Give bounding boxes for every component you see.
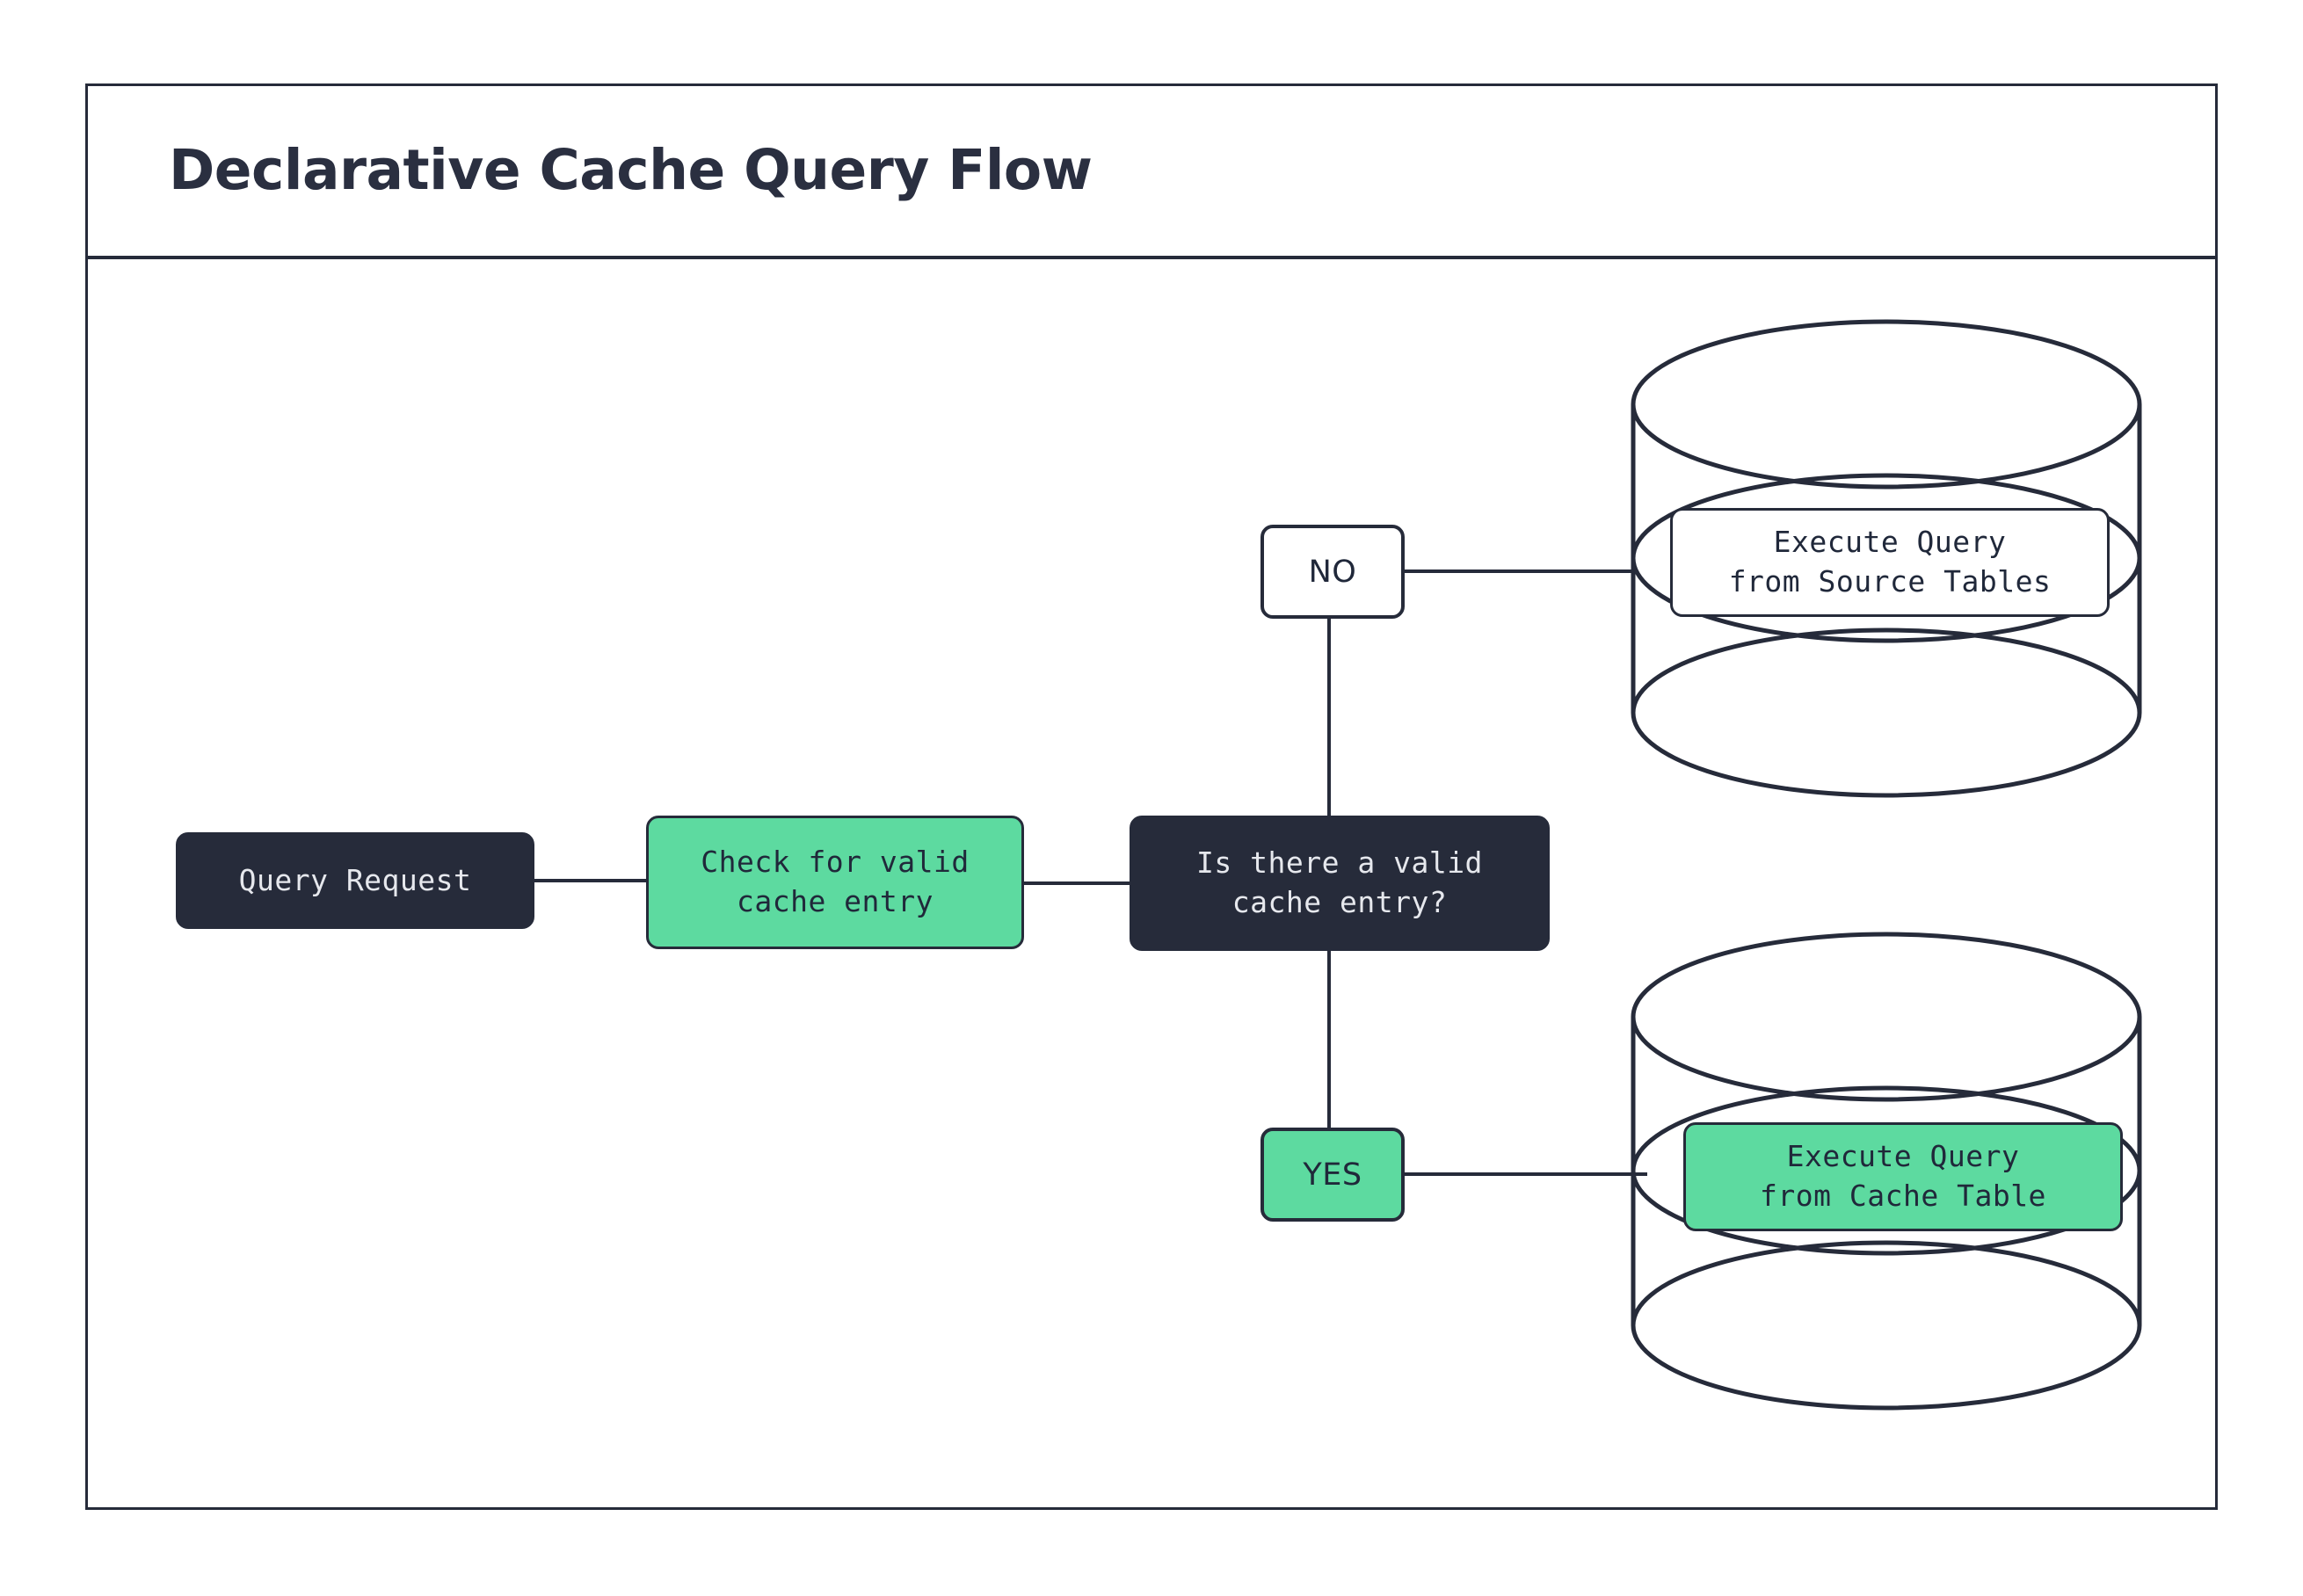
edge-query-request-to-check-cache bbox=[534, 879, 648, 882]
source-database-cylinder-icon bbox=[1631, 319, 2142, 798]
page-title: Declarative Cache Query Flow bbox=[169, 137, 1093, 202]
edge-no-to-source-database bbox=[1401, 569, 1634, 573]
node-check-for-valid-cache-entry[interactable]: Check for valid cache entry bbox=[646, 816, 1024, 949]
node-execute-query-from-source-tables[interactable]: Execute Query from Source Tables bbox=[1670, 508, 2110, 617]
edge-check-cache-to-decision bbox=[1022, 881, 1131, 885]
node-query-request[interactable]: Query Request bbox=[176, 832, 534, 929]
edge-decision-to-no bbox=[1327, 615, 1331, 819]
branch-label-yes[interactable]: YES bbox=[1260, 1128, 1405, 1222]
branch-label-no[interactable]: NO bbox=[1260, 525, 1405, 619]
node-decision-valid-cache-entry[interactable]: Is there a valid cache entry? bbox=[1130, 816, 1550, 951]
edge-yes-to-cache-database bbox=[1401, 1172, 1647, 1176]
diagram-header: Declarative Cache Query Flow bbox=[85, 83, 2218, 259]
edge-decision-to-yes bbox=[1327, 947, 1331, 1130]
node-execute-query-from-cache-table[interactable]: Execute Query from Cache Table bbox=[1683, 1122, 2123, 1231]
cache-database-cylinder-icon bbox=[1631, 932, 2142, 1411]
